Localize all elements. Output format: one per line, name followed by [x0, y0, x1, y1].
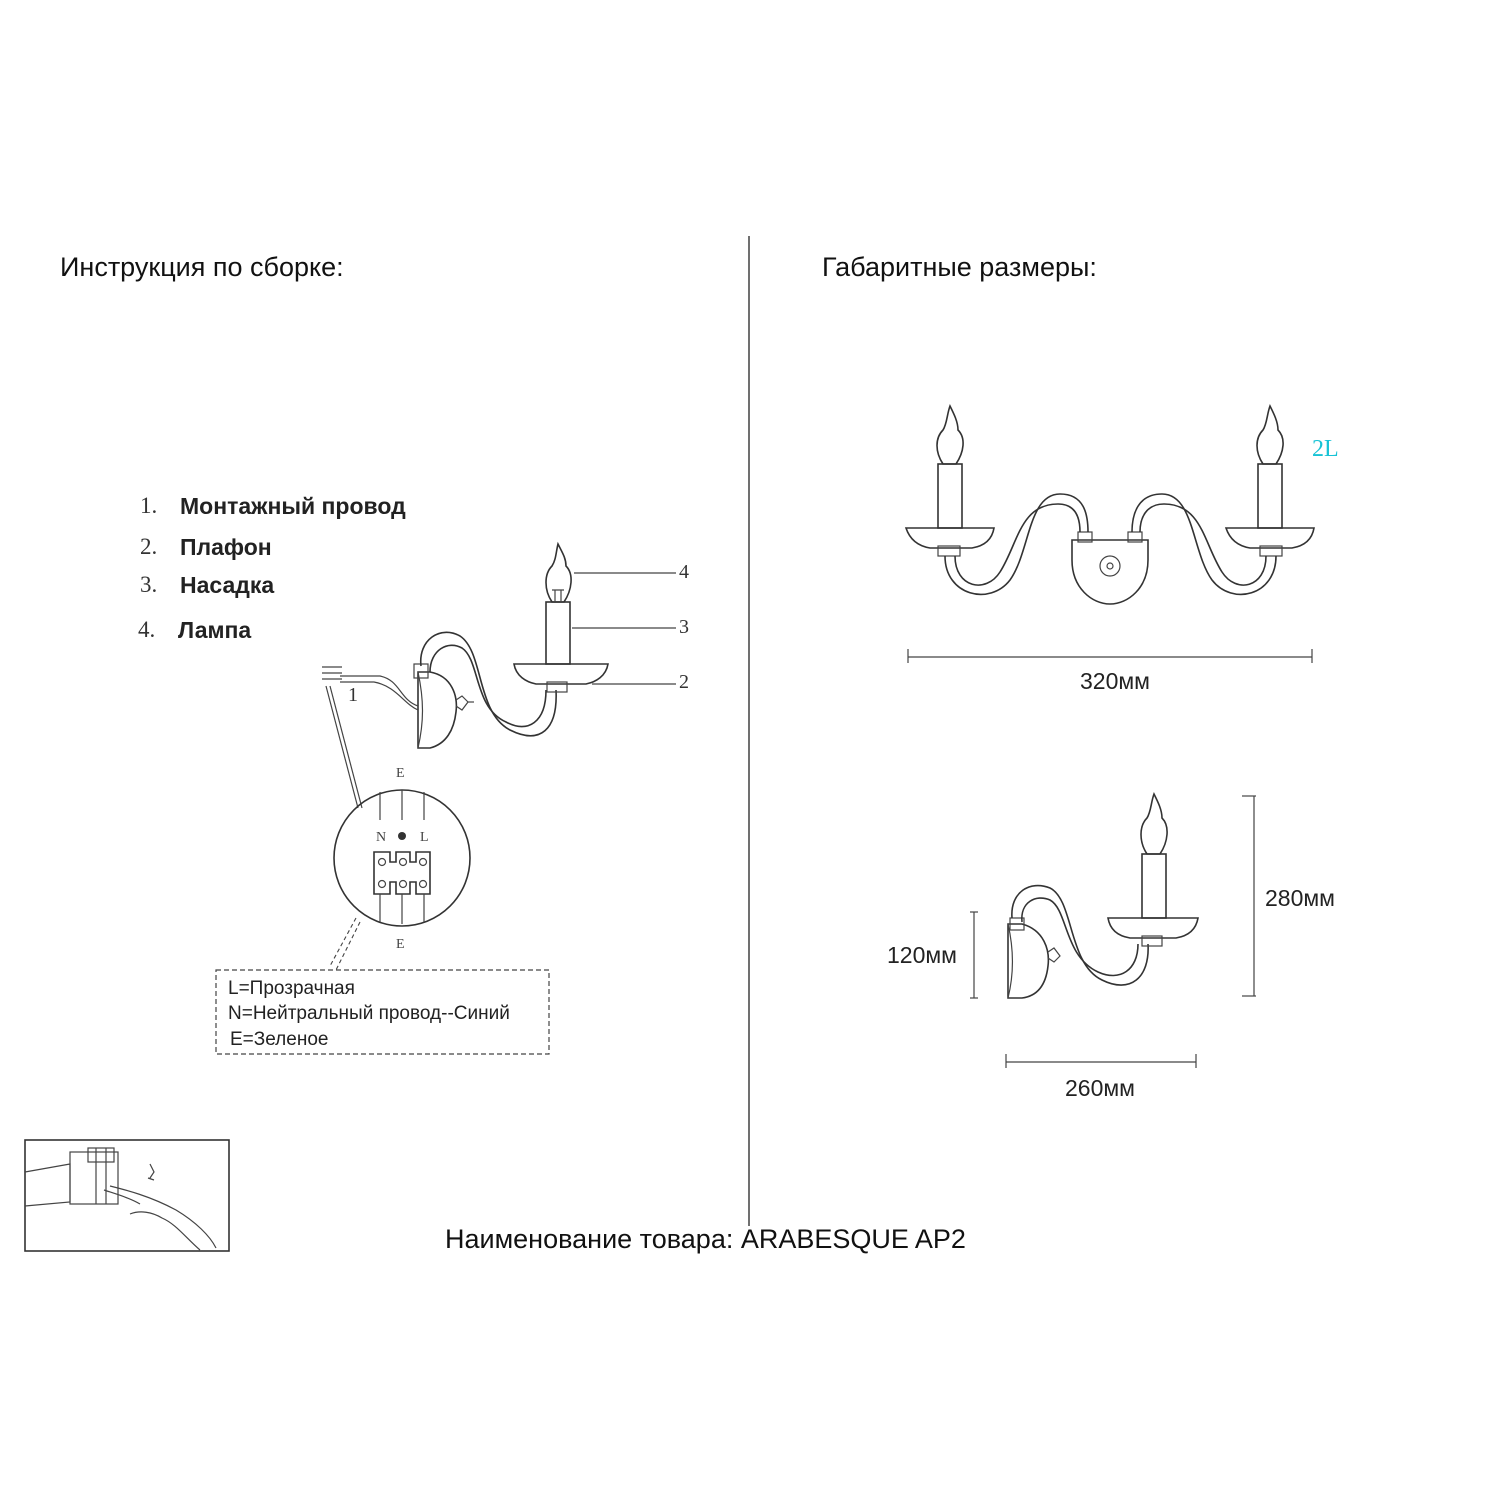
part-number-3: 3.	[140, 572, 158, 597]
callout-1: 1	[348, 684, 358, 706]
wire-legend-line: N=Нейтральный провод--Синий	[228, 1003, 510, 1024]
terminal-live-label: L	[420, 830, 429, 845]
part-number-1: 1.	[140, 493, 158, 518]
callout-4: 4	[679, 561, 689, 583]
assembly-heading: Инструкция по сборке:	[60, 252, 344, 282]
terminal-neutral-label: N	[376, 830, 387, 845]
side-width-label: 260мм	[1065, 1075, 1135, 1101]
front-view-drawing	[904, 404, 1315, 663]
assembly-sconce-drawing	[322, 541, 676, 971]
part-label-1: Монтажный провод	[180, 493, 406, 519]
part-label-4: Лампа	[178, 617, 252, 643]
part-label-2: Плафон	[180, 534, 272, 560]
product-name: Наименование товара: ARABESQUE AP2	[445, 1224, 966, 1254]
part-number-2: 2.	[140, 534, 158, 559]
terminal-earth-bottom: E	[396, 937, 405, 952]
wire-legend-line: L=Прозрачная	[228, 978, 355, 999]
dimensions-heading: Габаритные размеры:	[822, 252, 1097, 282]
plate-height-label: 120мм	[887, 942, 957, 968]
lamp-count-label: 2L	[1312, 436, 1339, 462]
breaker-icon	[24, 1139, 230, 1252]
side-view-drawing	[970, 792, 1256, 1068]
callout-2: 2	[679, 671, 689, 693]
terminal-detail	[333, 789, 471, 927]
terminal-earth-top: E	[396, 766, 405, 781]
callout-3: 3	[679, 616, 689, 638]
wire-legend-line: E=Зеленое	[230, 1029, 329, 1050]
wire-legend-frame	[215, 969, 550, 1055]
side-height-label: 280мм	[1265, 885, 1335, 911]
front-width-label: 320мм	[1080, 668, 1150, 694]
part-label-3: Насадка	[180, 572, 275, 598]
part-number-4: 4.	[138, 617, 156, 642]
